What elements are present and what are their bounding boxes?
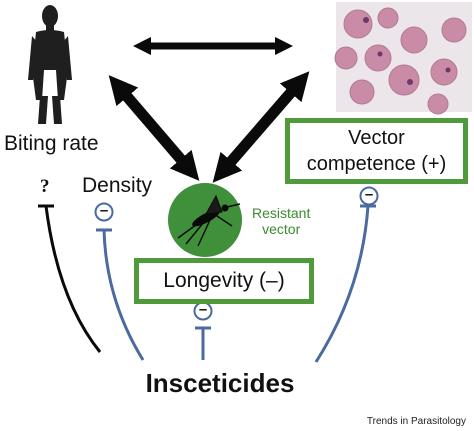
human-silhouette-icon [28, 5, 72, 124]
density-label: Density [82, 174, 153, 197]
arrow-human-vector [108, 75, 200, 181]
arrow-bloodcells-vector [212, 71, 310, 183]
inhibition-line-biting-rate [44, 205, 102, 353]
biting-rate-label: Biting rate [4, 132, 99, 155]
longevity-label: Longevity (–) [163, 269, 285, 292]
vector-competence-box: Vector competence (+) [285, 118, 468, 184]
journal-credit: Trends in Parasitology [366, 416, 466, 427]
minus-symbol-longevity: – [198, 301, 208, 318]
insecticides-label: Insceticides [145, 368, 295, 398]
blood-cells-image [334, 2, 472, 115]
minus-symbol-vector-competence: – [364, 186, 374, 203]
minus-badge-vector-competence [359, 186, 379, 206]
vector-competence-label: Vector competence (+) [306, 127, 447, 175]
mosquito-icon [177, 194, 241, 247]
longevity-box: Longevity (–) [134, 258, 314, 304]
minus-symbol-density: – [99, 202, 109, 219]
inhibition-line-density [102, 229, 145, 361]
unknown-effect-mark: ? [40, 176, 50, 197]
minus-badge-density [94, 202, 114, 222]
resistant-vector-label: Resistant vector [252, 205, 311, 237]
inhibition-line-vector-competence [314, 205, 370, 363]
